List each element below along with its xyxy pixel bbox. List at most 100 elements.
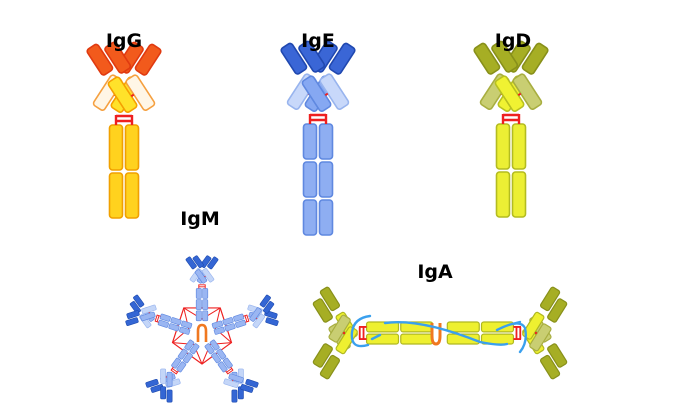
heavy-chain-variable-domain [185, 256, 197, 270]
heavy-chain-ch1-domain [228, 373, 244, 383]
light-chain-constant-domain [328, 314, 351, 343]
heavy-chain-variable-domain [473, 42, 501, 75]
igm-j-linkage [171, 307, 233, 365]
right-fab-arm [86, 41, 156, 113]
right-fab-arm [125, 304, 157, 326]
heavy-chain-ch1-domain [107, 76, 138, 113]
igm-monomer [211, 294, 279, 335]
heavy-chain-constant-domain [318, 161, 334, 198]
heavy-chain-constant-domain [211, 352, 221, 364]
heavy-chain-constant-domain [446, 321, 480, 333]
heavy-chain-variable-domain [125, 317, 139, 326]
light-chain-constant-domain [201, 268, 215, 283]
heavy-chain-constant-domain [195, 288, 202, 299]
heavy-chain-constant-domain [189, 343, 200, 355]
heavy-chain-ch1-domain [249, 307, 262, 322]
heavy-chain-variable-domain [319, 354, 341, 380]
light-chain-variable-domain [312, 298, 333, 323]
light-chain-constant-domain [160, 368, 167, 384]
light-chain-variable-domain [240, 384, 254, 393]
heavy-chain-variable-domain [145, 378, 159, 388]
heavy-chain-variable-domain [280, 42, 308, 75]
hinge-disulfide-bonds [198, 284, 206, 289]
right-fab-arm [185, 255, 215, 284]
heavy-chain-constant-domain [224, 323, 236, 332]
hinge-disulfide-bonds [501, 113, 521, 124]
heavy-chain-constant-domain [202, 310, 209, 322]
heavy-chain-variable-domain [207, 256, 219, 270]
heavy-chain-constant-domain [124, 124, 140, 171]
heavy-light-disulfide [534, 331, 538, 335]
light-chain-variable-domain [263, 301, 275, 314]
light-chain-constant-domain [319, 73, 350, 110]
heavy-chain-constant-domain [157, 319, 169, 328]
hinge-disulfide-bonds [225, 366, 234, 375]
heavy-chain-constant-domain [302, 123, 318, 160]
iga-monomer-right [446, 286, 568, 380]
igm-monomer [204, 339, 259, 403]
heavy-chain-constant-domain [124, 172, 140, 219]
heavy-chain-constant-domain [233, 313, 245, 322]
right-fab-arm [473, 40, 543, 112]
heavy-chain-ch1-domain [166, 371, 173, 387]
light-chain-variable-domain [126, 310, 140, 319]
heavy-chain-variable-domain [134, 43, 162, 76]
hinge-disulfide-bonds [513, 326, 522, 340]
light-chain-constant-domain [529, 323, 552, 352]
heavy-chain-constant-domain [195, 310, 202, 322]
igm-disulfide-link [183, 307, 221, 320]
heavy-chain-constant-domain [168, 323, 180, 332]
heavy-chain-constant-domain [183, 352, 193, 364]
heavy-chain-ch1-domain [194, 269, 208, 284]
heavy-chain-constant-domain [302, 199, 318, 236]
heavy-chain-variable-domain [265, 317, 279, 326]
heavy-chain-constant-domain [177, 348, 188, 360]
igm-disulfide-link [214, 307, 232, 343]
light-chain-constant-domain [125, 74, 156, 111]
heavy-chain-constant-domain [511, 123, 527, 170]
light-chain-constant-domain [141, 304, 157, 315]
hinge-disulfide-bonds [114, 114, 134, 125]
heavy-chain-constant-domain [108, 124, 124, 171]
heavy-light-disulfide [324, 92, 329, 97]
light-chain-variable-domain [192, 255, 204, 269]
light-chain-variable-domain [298, 40, 326, 73]
heavy-chain-ch1-domain [494, 75, 525, 112]
heavy-chain-constant-domain [235, 319, 247, 328]
heavy-chain-constant-domain [446, 333, 480, 345]
light-chain-variable-domain [491, 40, 519, 73]
heavy-chain-constant-domain [302, 161, 318, 198]
heavy-chain-variable-domain [86, 43, 114, 76]
heavy-chain-constant-domain [400, 333, 434, 345]
heavy-light-disulfide [342, 331, 346, 335]
iga-j-chain [430, 323, 442, 346]
label-igg: IgG [106, 30, 142, 52]
right-fab-arm [522, 286, 568, 352]
heavy-chain-variable-domain [539, 354, 561, 380]
heavy-chain-constant-domain [202, 299, 209, 310]
light-chain-variable-domain [312, 343, 333, 368]
heavy-chain-variable-domain [521, 42, 549, 75]
heavy-chain-constant-domain [181, 320, 193, 329]
hinge-disulfide-bonds [358, 326, 367, 340]
heavy-chain-constant-domain [511, 171, 527, 218]
igm-monomer [145, 339, 200, 403]
heavy-chain-constant-domain [195, 299, 202, 310]
right-fab-arm [160, 368, 173, 403]
light-chain-variable-domain [547, 343, 568, 368]
heavy-chain-constant-domain [209, 339, 220, 351]
igm-disulfide-link [201, 342, 232, 365]
igm-disulfide-link [172, 307, 190, 343]
heavy-chain-variable-domain [539, 286, 561, 312]
heavy-chain-constant-domain [216, 348, 227, 360]
iga-monomer-left [312, 286, 434, 380]
heavy-chain-constant-domain [184, 339, 195, 351]
heavy-chain-constant-domain [495, 171, 511, 218]
igd-monomer [473, 40, 549, 218]
heavy-light-disulfide [204, 275, 206, 278]
iga-secretory-component [350, 314, 528, 354]
igm-monomer [185, 255, 219, 322]
label-ige: IgE [301, 30, 335, 52]
igm-disulfide-link [172, 342, 203, 365]
light-chain-constant-domain [512, 73, 543, 110]
